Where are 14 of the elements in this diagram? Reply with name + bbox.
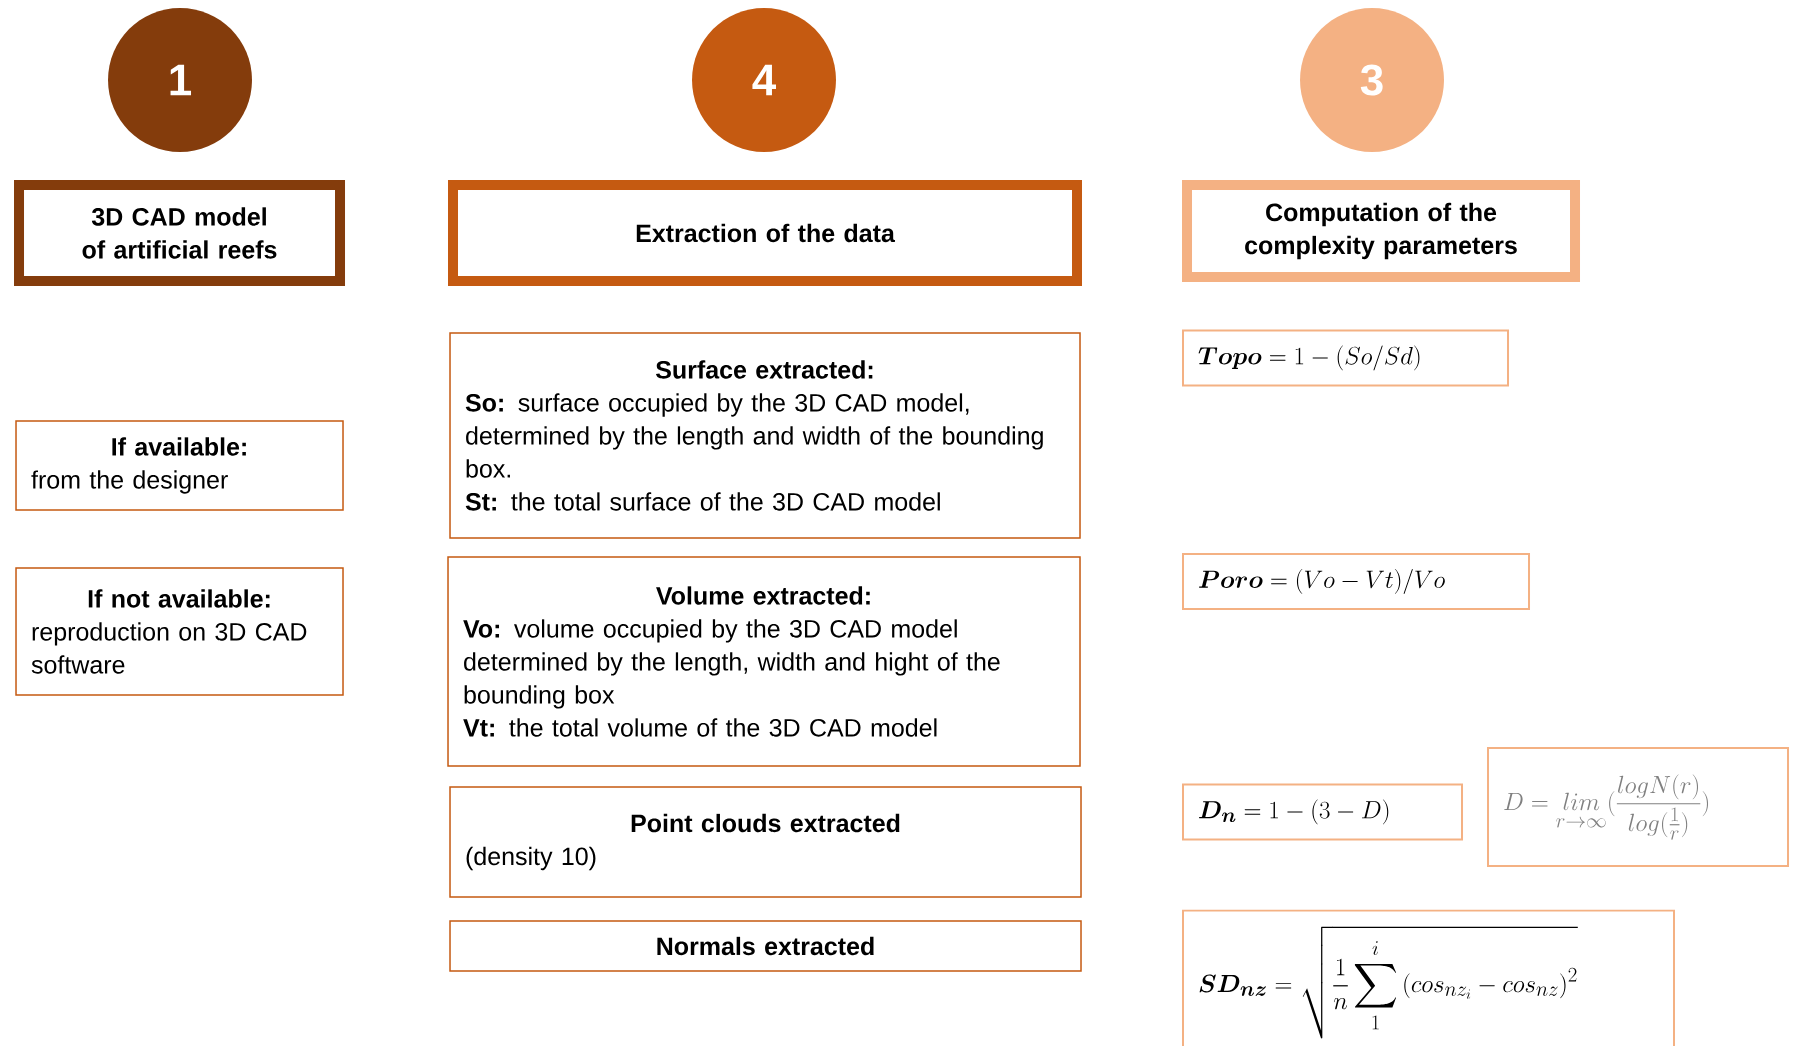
column-header-box: Extraction of the data bbox=[448, 180, 1082, 286]
description-box: Surface extracted: So: surface occupied by the 3D CAD model, determined by the length and width of the bounding box. St: the total surface of the 3D CAD model bbox=[449, 332, 1081, 539]
description-box: Normals extracted bbox=[449, 920, 1082, 972]
info-box: If not available: reproduction on 3D CAD software bbox=[15, 567, 344, 696]
column-header-box: 3D CAD model of artificial reefs bbox=[14, 180, 345, 286]
formula-box: $D = \mathop{lim}\limits_{r\to\infty}(\frac{logN(r)}{log(\frac{1}{r})})$ bbox=[1487, 747, 1789, 867]
formula-box: $\boldsymbol{SD_{nz}} = \sqrt{\frac{1}{n}\sum_{1}^{i}\left(cos_{nz_i}-cos_{nz}\right)^2}$ bbox=[1182, 909, 1675, 1046]
formula-box: $\boldsymbol{Topo} = 1-(So/Sd)$ bbox=[1182, 329, 1509, 387]
description-box: Volume extracted: Vo: volume occupied by the 3D CAD model determined by the length, width and hight of the bounding box Vt: the total volume of the 3D CAD model bbox=[447, 556, 1081, 767]
column-header-box: Computation of the complexity parameters bbox=[1182, 180, 1580, 282]
info-box: If available: from the designer bbox=[15, 420, 344, 511]
formula-box: $\boldsymbol{Poro} = (Vo-Vt)/Vo$ bbox=[1182, 553, 1530, 610]
formula-box: $\boldsymbol{D_n} = 1-(3-D)$ bbox=[1182, 783, 1463, 841]
description-box: Point clouds extracted (density 10) bbox=[449, 786, 1082, 898]
